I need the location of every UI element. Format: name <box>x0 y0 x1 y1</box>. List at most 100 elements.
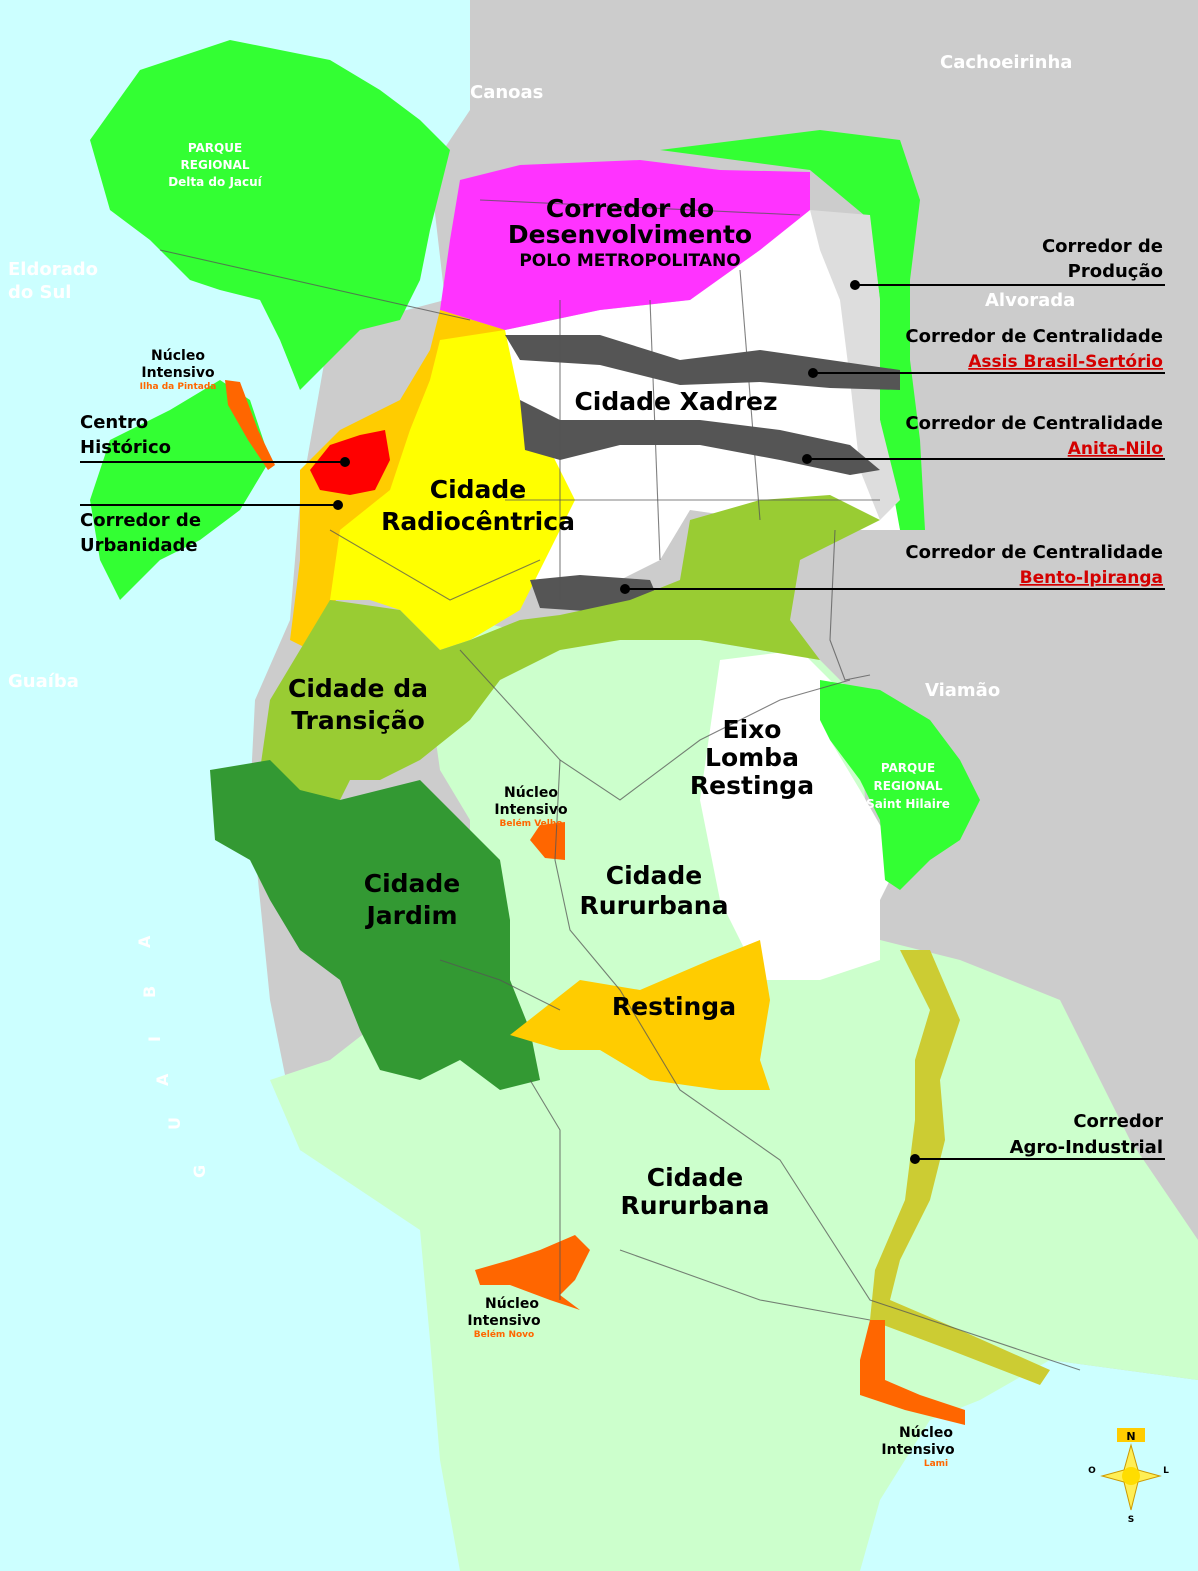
zone-eixo-lomba <box>700 650 900 980</box>
corridor-anita-nilo <box>520 400 880 475</box>
label-jardim-1: Cidade <box>364 869 461 898</box>
compass-center <box>1122 1467 1140 1485</box>
callout-centro-historico-1: Centro <box>80 412 148 433</box>
label-nucleo-belem-novo-2: Intensivo <box>467 1313 541 1329</box>
callout-assis-2: Assis Brasil-Sertório <box>968 352 1163 372</box>
label-transicao-2: Transição <box>291 706 425 735</box>
zone-cidade-transicao <box>250 495 880 840</box>
label-radiocentrica-2: Radiocêntrica <box>381 507 575 536</box>
park-hilaire-line-1: PARQUE <box>881 761 935 775</box>
callout-bento-1: Corredor de Centralidade <box>905 542 1163 563</box>
callout-anita-1: Corredor de Centralidade <box>905 413 1163 434</box>
label-nucleo-belem-novo-1: Núcleo <box>485 1296 539 1312</box>
label-park-hilaire: PARQUE REGIONAL Saint Hilaire <box>866 761 950 811</box>
compass-north-badge <box>1117 1428 1145 1442</box>
label-nucleo-belem-novo-3: Belém Novo <box>474 1329 534 1340</box>
lake-letter-3: I <box>145 1036 164 1042</box>
label-desenvolvimento-3: POLO METROPOLITANO <box>519 251 740 271</box>
water-west-inlet <box>0 240 200 800</box>
label-park-jacui: PARQUE REGIONAL Delta do Jacuí <box>168 141 262 189</box>
label-restinga: Restinga <box>612 992 736 1021</box>
label-radiocentrica-1: Cidade <box>430 475 527 504</box>
marker-bento <box>620 584 630 594</box>
marker-urbanidade <box>333 500 343 510</box>
compass-west: O <box>1088 1466 1096 1476</box>
lake-letter-4: A <box>153 1073 172 1086</box>
label-lake-guaiba: A B I A U G <box>135 935 209 1178</box>
label-nucleo-lami-3: Lami <box>924 1459 948 1469</box>
callout-producao: Corredor de Produção <box>850 236 1165 290</box>
marker-assis <box>808 368 818 378</box>
label-lomba-3: Restinga <box>690 771 814 800</box>
zone-cidade-radiocentrica <box>330 330 575 650</box>
callout-urbanidade-2: Urbanidade <box>80 535 198 556</box>
corridor-assis-brasil <box>505 335 900 390</box>
callout-producao-1: Corredor de <box>1042 236 1163 257</box>
label-nucleo-pintada-1: Núcleo <box>151 348 205 364</box>
label-eldorado-1: Eldorado <box>8 259 98 280</box>
park-saint-hilaire <box>820 680 980 890</box>
callout-agro-1: Corredor <box>1073 1111 1163 1132</box>
label-desenvolvimento-2: Desenvolvimento <box>508 220 752 249</box>
label-desenvolvimento-1: Corredor do <box>546 194 714 223</box>
label-cachoeirinha: Cachoeirinha <box>940 52 1072 73</box>
callout-bento: Corredor de Centralidade Bento-Ipiranga <box>620 542 1165 594</box>
compass-north: N <box>1126 1430 1135 1443</box>
compass-south: S <box>1128 1515 1134 1525</box>
label-nucleo-belem-velho-3: Belém Velho <box>500 818 563 829</box>
label-lomba-2: Lomba <box>705 743 799 772</box>
park-hilaire-line-2: REGIONAL <box>874 779 943 793</box>
marker-agro <box>910 1154 920 1164</box>
callout-assis: Corredor de Centralidade Assis Brasil-Se… <box>808 326 1165 378</box>
park-island-pintada <box>90 380 270 600</box>
lake-letter-5: U <box>165 1117 184 1130</box>
label-rururbana-1-b: Rururbana <box>580 891 729 920</box>
nucleo-ilha-pintada <box>225 380 275 470</box>
label-rururbana-2-b: Rururbana <box>621 1191 770 1220</box>
callout-agro: Corredor Agro-Industrial <box>910 1111 1165 1164</box>
label-nucleo-pintada-2: Intensivo <box>141 365 215 381</box>
park-delta-jacui <box>90 40 450 390</box>
zone-restinga <box>510 940 770 1090</box>
nucleo-lami <box>860 1320 965 1425</box>
callout-urbanidade: Corredor de Urbanidade <box>80 500 343 556</box>
label-cidade-xadrez: Cidade Xadrez <box>574 387 777 416</box>
zone-centro-historico <box>310 430 390 495</box>
label-guaiba: Guaíba <box>8 671 79 692</box>
nucleo-belem-novo <box>475 1235 590 1310</box>
marker-anita <box>802 454 812 464</box>
park-jacui-line-2: REGIONAL <box>181 158 250 172</box>
label-lomba-1: Eixo <box>723 715 782 744</box>
lake-letter-1: A <box>135 935 154 948</box>
zone-cidade-jardim <box>210 760 540 1090</box>
label-alvorada: Alvorada <box>985 290 1075 311</box>
park-jacui-line-1: PARQUE <box>188 141 242 155</box>
callout-anita: Corredor de Centralidade Anita-Nilo <box>802 413 1165 464</box>
label-nucleo-pintada-3: Ilha da Pintada <box>140 382 217 392</box>
label-jardim-2: Jardim <box>364 901 457 930</box>
label-nucleo-belem-velho-1: Núcleo <box>504 785 558 801</box>
label-rururbana-2-a: Cidade <box>647 1163 744 1192</box>
road-network <box>159 199 1081 1371</box>
callout-assis-1: Corredor de Centralidade <box>905 326 1163 347</box>
marker-centro-historico <box>340 457 350 467</box>
callout-agro-2: Agro-Industrial <box>1010 1137 1163 1158</box>
label-canoas: Canoas <box>470 82 543 103</box>
label-transicao-1: Cidade da <box>288 674 428 703</box>
label-nucleo-lami-1: Núcleo <box>899 1425 953 1441</box>
compass-east: L <box>1163 1466 1169 1476</box>
marker-producao <box>850 280 860 290</box>
lake-letter-2: B <box>140 986 159 998</box>
callout-anita-2: Anita-Nilo <box>1068 439 1163 459</box>
label-nucleo-lami-2: Intensivo <box>881 1442 955 1458</box>
callout-centro-historico-2: Histórico <box>80 437 171 458</box>
label-rururbana-1-a: Cidade <box>606 861 703 890</box>
park-island-north-east <box>660 130 925 530</box>
park-hilaire-line-3: Saint Hilaire <box>866 797 950 811</box>
compass-rose-icon: N O L S <box>1088 1428 1169 1525</box>
callout-producao-2: Produção <box>1068 261 1163 282</box>
label-viamao: Viamão <box>925 680 1000 701</box>
label-nucleo-belem-velho-2: Intensivo <box>494 802 568 818</box>
